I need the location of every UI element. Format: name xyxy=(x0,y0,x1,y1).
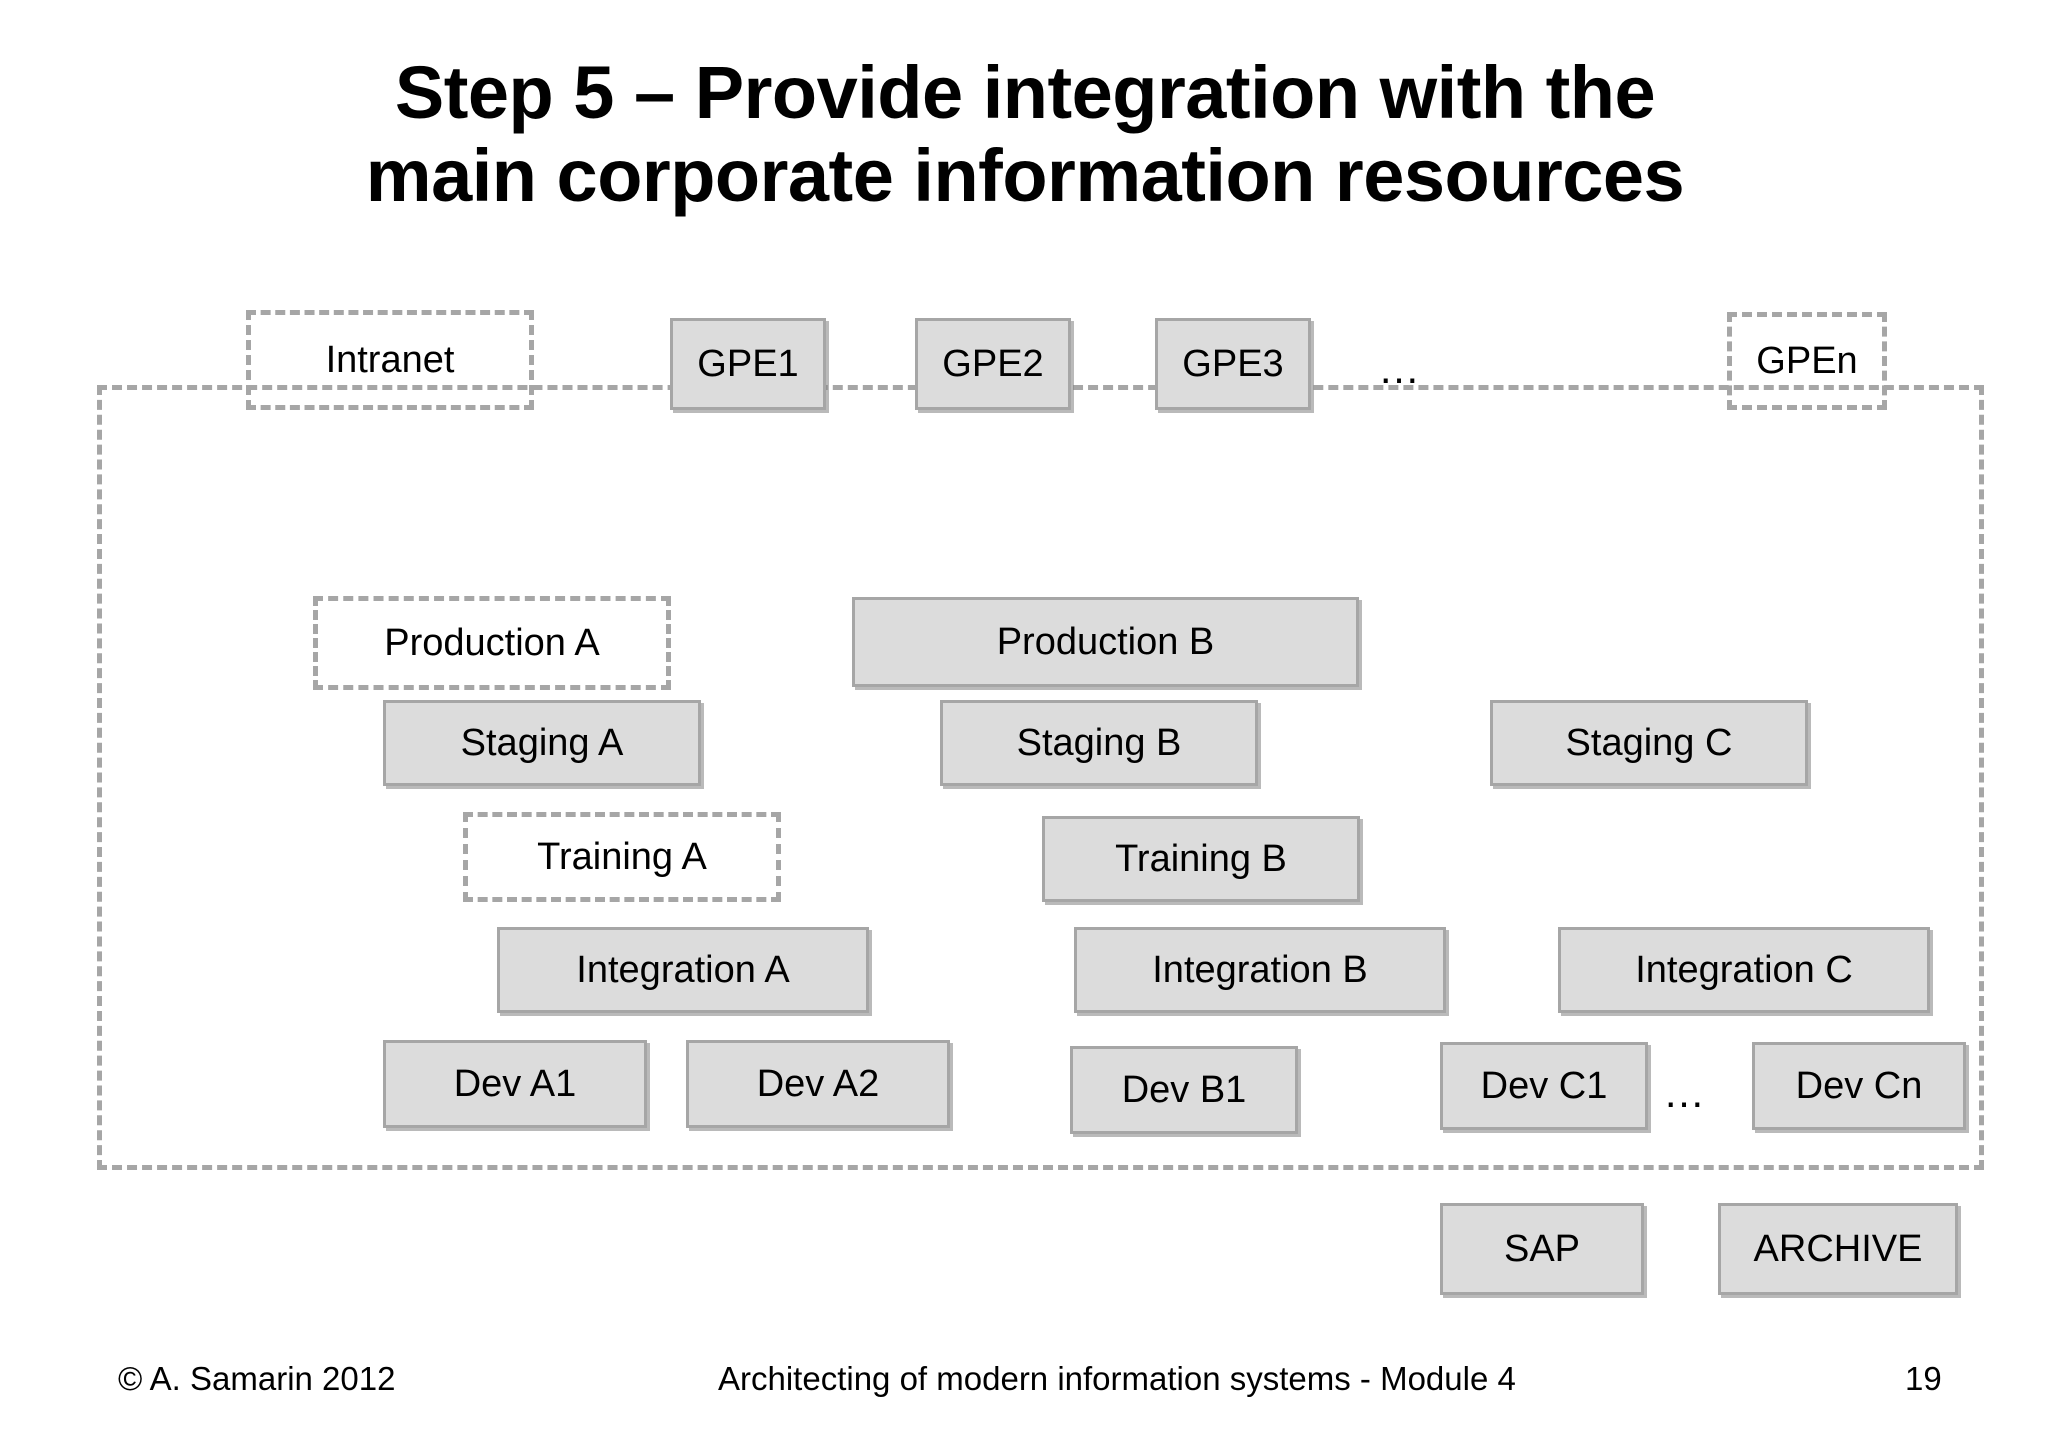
page-title-line-1: Step 5 – Provide integration with the xyxy=(394,51,1656,134)
node-dev-cn-label: Dev Cn xyxy=(1795,1065,1923,1107)
node-staging-a[interactable]: Staging A xyxy=(383,700,701,786)
page-title: Step 5 – Provide integration with the ma… xyxy=(120,51,1930,218)
node-integration-a[interactable]: Integration A xyxy=(497,927,869,1013)
footer-copyright: © A. Samarin 2012 xyxy=(118,1360,396,1397)
node-training-b[interactable]: Training B xyxy=(1042,816,1360,902)
node-staging-c-label: Staging C xyxy=(1565,722,1733,764)
slide-footer: © A. Samarin 2012 Architecting of modern… xyxy=(0,1360,2048,1410)
node-sap-label: SAP xyxy=(1503,1228,1581,1270)
node-dev-a2-label: Dev A2 xyxy=(756,1063,880,1105)
node-intranet-label: Intranet xyxy=(325,339,455,381)
node-gpe2[interactable]: GPE2 xyxy=(915,318,1071,410)
gpe-ellipsis: … xyxy=(1378,345,1422,392)
node-dev-c1[interactable]: Dev C1 xyxy=(1440,1042,1648,1130)
node-gpen[interactable]: GPEn xyxy=(1727,312,1887,410)
node-production-a-label: Production A xyxy=(384,622,600,664)
node-staging-b-label: Staging B xyxy=(1016,722,1182,764)
node-dev-a1-label: Dev A1 xyxy=(453,1063,577,1105)
node-dev-a2[interactable]: Dev A2 xyxy=(686,1040,950,1128)
node-gpe1-label: GPE1 xyxy=(697,343,799,385)
footer-page-number: 19 xyxy=(1905,1360,1942,1397)
node-archive-label: ARCHIVE xyxy=(1753,1228,1923,1270)
node-training-a-label: Training A xyxy=(537,836,707,878)
footer-course-title: Architecting of modern information syste… xyxy=(718,1360,1516,1397)
node-training-b-label: Training B xyxy=(1115,838,1287,880)
node-gpe2-label: GPE2 xyxy=(942,343,1044,385)
node-production-b-label: Production B xyxy=(996,621,1215,663)
node-gpe1[interactable]: GPE1 xyxy=(670,318,826,410)
node-sap[interactable]: SAP xyxy=(1440,1203,1644,1295)
node-gpe3[interactable]: GPE3 xyxy=(1155,318,1311,410)
node-staging-b[interactable]: Staging B xyxy=(940,700,1258,786)
page-title-line-2: main corporate information resources xyxy=(365,133,1685,217)
node-archive[interactable]: ARCHIVE xyxy=(1718,1203,1958,1295)
node-integration-b-label: Integration B xyxy=(1152,949,1368,991)
node-production-b[interactable]: Production B xyxy=(852,597,1359,687)
node-dev-cn[interactable]: Dev Cn xyxy=(1752,1042,1966,1130)
node-training-a[interactable]: Training A xyxy=(463,812,781,902)
node-integration-c[interactable]: Integration C xyxy=(1558,927,1930,1013)
node-staging-c[interactable]: Staging C xyxy=(1490,700,1808,786)
node-gpen-label: GPEn xyxy=(1756,340,1858,382)
dev-ellipsis: … xyxy=(1663,1069,1707,1116)
node-dev-c1-label: Dev C1 xyxy=(1480,1065,1608,1107)
node-intranet[interactable]: Intranet xyxy=(246,310,534,410)
node-dev-b1-label: Dev B1 xyxy=(1121,1069,1247,1111)
node-dev-b1[interactable]: Dev B1 xyxy=(1070,1046,1298,1134)
node-staging-a-label: Staging A xyxy=(460,722,624,764)
node-production-a[interactable]: Production A xyxy=(313,596,671,690)
node-integration-b[interactable]: Integration B xyxy=(1074,927,1446,1013)
node-gpe3-label: GPE3 xyxy=(1182,343,1284,385)
node-integration-c-label: Integration C xyxy=(1635,949,1853,991)
node-integration-a-label: Integration A xyxy=(576,949,790,991)
node-dev-a1[interactable]: Dev A1 xyxy=(383,1040,647,1128)
